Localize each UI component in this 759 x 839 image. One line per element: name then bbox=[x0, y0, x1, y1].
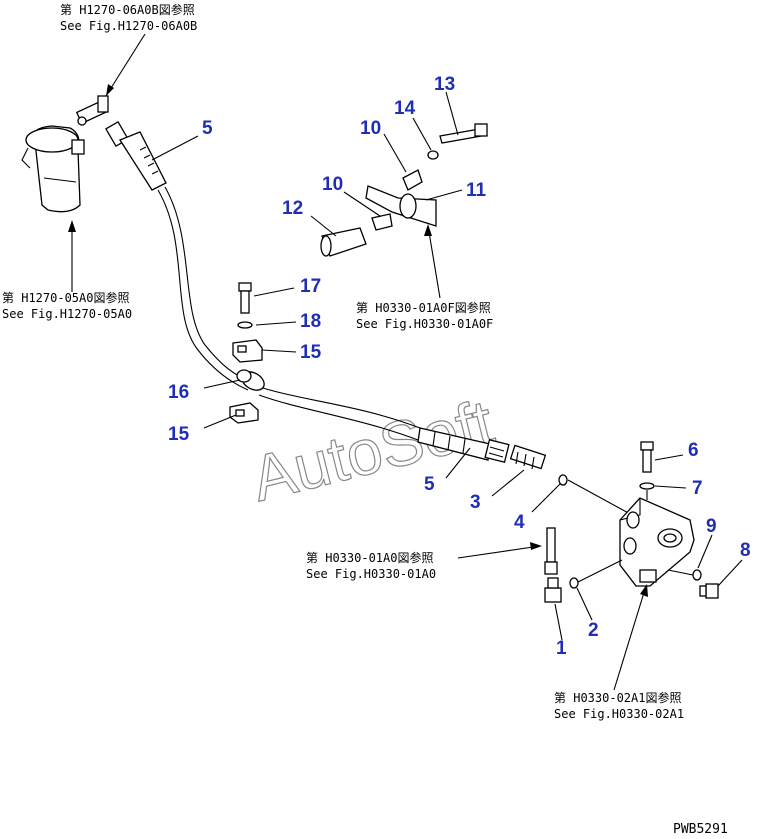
arrow-h0330-01a0 bbox=[457, 545, 541, 559]
ref-h0330-01a0-jp: 第 H0330-01A0図参照 bbox=[306, 550, 433, 565]
callout-6: 6 bbox=[688, 440, 699, 461]
callout-1: 1 bbox=[556, 638, 567, 659]
fitting-3 bbox=[509, 444, 547, 470]
callout-3: 3 bbox=[470, 492, 481, 513]
valve-block bbox=[619, 497, 695, 587]
clamp-upper bbox=[232, 339, 263, 363]
bolt-17 bbox=[238, 282, 252, 314]
elbow-1 bbox=[544, 577, 562, 603]
ref-h1270-05a0-jp: 第 H1270-05A0図参照 bbox=[2, 290, 129, 305]
callout-10-top: 10 bbox=[360, 118, 381, 139]
washer-7 bbox=[639, 482, 655, 490]
callout-4: 4 bbox=[514, 512, 525, 533]
callout-15-bottom: 15 bbox=[168, 424, 190, 445]
drawing-code: PWB5291 bbox=[673, 822, 728, 837]
arrowhead-h1270-05a0 bbox=[68, 220, 76, 232]
callout-leaders bbox=[151, 91, 743, 641]
ref-h1270-06a0b-en: See Fig.H1270-06A0B bbox=[60, 19, 197, 33]
upper-cluster bbox=[320, 123, 488, 257]
arrowhead-h0330-01a0f bbox=[424, 224, 432, 236]
callout-5-bottom: 5 bbox=[424, 474, 435, 495]
callout-5-top: 5 bbox=[202, 118, 213, 139]
ref-h0330-01a0f-jp: 第 H0330-01A0F図参照 bbox=[356, 300, 491, 315]
callout-18: 18 bbox=[300, 311, 321, 332]
callout-11: 11 bbox=[466, 180, 487, 201]
callout-9: 9 bbox=[706, 516, 717, 537]
oring-4 bbox=[558, 474, 568, 486]
callout-16: 16 bbox=[168, 382, 189, 403]
sensor-elbow bbox=[75, 95, 109, 126]
leader-9 bbox=[667, 569, 694, 576]
oring-9 bbox=[692, 569, 702, 581]
callout-7: 7 bbox=[692, 478, 703, 499]
ref-h0330-01a0f-en: See Fig.H0330-01A0F bbox=[356, 317, 493, 331]
arrowhead-h1270-06a0b bbox=[106, 84, 114, 96]
bolt-6 bbox=[640, 441, 654, 473]
arrow-h0330-01a0f bbox=[427, 225, 441, 299]
leader-4 bbox=[567, 479, 633, 516]
callout-10-mid: 10 bbox=[322, 174, 343, 195]
stud-sensor bbox=[544, 527, 558, 575]
leader-2 bbox=[577, 559, 623, 583]
hose-assembly bbox=[105, 120, 510, 463]
ref-h0330-02a1-en: See Fig.H0330-02A1 bbox=[554, 707, 684, 721]
filter-assembly bbox=[21, 125, 85, 213]
plug-8 bbox=[699, 583, 719, 599]
callout-17: 17 bbox=[300, 276, 321, 297]
callout-13: 13 bbox=[434, 74, 455, 95]
ref-h0330-02a1-jp: 第 H0330-02A1図参照 bbox=[554, 690, 681, 705]
arrowhead-h0330-01a0 bbox=[530, 542, 542, 550]
callout-2: 2 bbox=[588, 620, 599, 641]
oring-2 bbox=[569, 577, 579, 589]
ref-h1270-05a0-en: See Fig.H1270-05A0 bbox=[2, 307, 132, 321]
callout-14: 14 bbox=[394, 98, 416, 119]
arrowhead-h0330-02a1 bbox=[640, 584, 648, 597]
arrow-h1270-06a0b bbox=[105, 33, 146, 97]
callout-12: 12 bbox=[282, 198, 303, 219]
arrow-h0330-02a1 bbox=[613, 585, 647, 691]
clamp-lower bbox=[229, 402, 259, 424]
callout-15-top: 15 bbox=[300, 342, 322, 363]
ref-h0330-01a0-en: See Fig.H0330-01A0 bbox=[306, 567, 436, 581]
ref-h1270-06a0b-jp: 第 H1270-06A0B図参照 bbox=[60, 2, 195, 17]
washer-18 bbox=[237, 321, 253, 329]
callout-8: 8 bbox=[740, 540, 751, 561]
